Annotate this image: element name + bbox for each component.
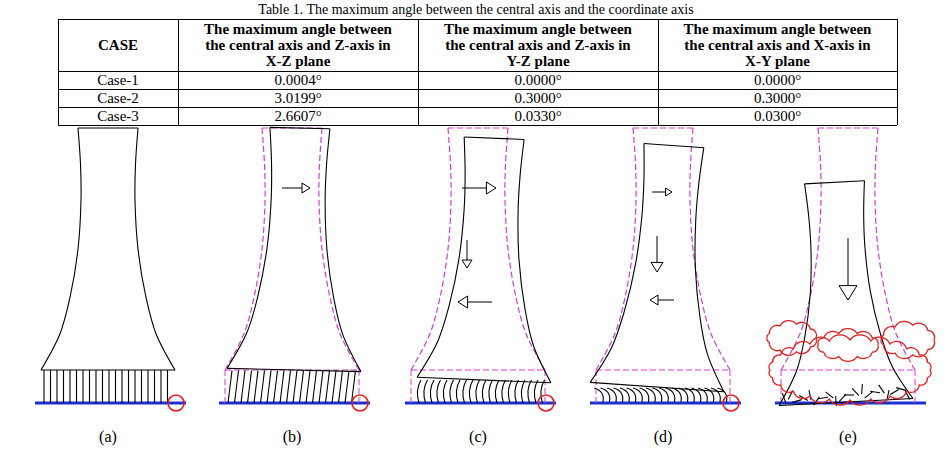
table-cell: 2.6607° (178, 107, 418, 125)
table-value: 3.0199° (274, 90, 321, 106)
panel-caption-box: (b) (252, 426, 332, 448)
table-value: 0.0330° (514, 108, 561, 124)
failure-circle (168, 395, 184, 411)
motion-arrow (462, 240, 472, 268)
arrows (282, 182, 857, 308)
motion-arrow (458, 296, 492, 308)
support-columns (594, 388, 727, 402)
support-columns (782, 384, 909, 406)
table-cell: 0.0300° (658, 107, 897, 125)
ground-line (590, 402, 741, 405)
panel-caption-box: (e) (808, 426, 888, 448)
cooling-tower-panel (219, 126, 370, 411)
tower-shell (417, 135, 561, 382)
table-value: 0.3000° (754, 90, 801, 106)
table-cell: CASE (58, 19, 178, 71)
table-cell: 0.0004° (178, 71, 418, 89)
panel-caption: (b) (281, 429, 304, 445)
motion-arrow (282, 183, 310, 193)
table-cell: The maximum angle between the central ax… (418, 19, 658, 71)
table-header: The maximum angle between the central ax… (682, 21, 874, 69)
motion-arrow (462, 182, 496, 194)
tower-shell (590, 141, 741, 392)
original-outline (781, 128, 915, 403)
panel-caption-box: (d) (623, 426, 703, 448)
failure-circle (723, 395, 739, 411)
failure-circle (538, 395, 554, 411)
debris (767, 321, 935, 405)
table-cell: Case-1 (58, 71, 178, 89)
table-value: Case-1 (97, 72, 139, 88)
table-cell: 3.0199° (178, 89, 418, 107)
table-value: 0.0300° (754, 108, 801, 124)
cooling-tower-panel (405, 128, 561, 411)
table-cell: 0.3000° (418, 89, 658, 107)
panel-caption: (c) (467, 429, 489, 445)
cooling-tower-panel (590, 128, 741, 411)
table-header: The maximum angle between the central ax… (202, 21, 394, 69)
table-cell: The maximum angle between the central ax… (178, 19, 418, 71)
support-columns (44, 370, 168, 403)
motion-arrow (650, 295, 674, 305)
table-value: Case-2 (97, 90, 139, 106)
table-cell: Case-3 (58, 107, 178, 125)
table-value: 2.6607° (274, 108, 321, 124)
table-cell: 0.0330° (418, 107, 658, 125)
panel-caption-box: (c) (438, 426, 518, 448)
table-value: 0.0000° (754, 72, 801, 88)
tower-shell (227, 126, 367, 371)
debris-cloud (881, 321, 935, 358)
support-columns (228, 371, 356, 404)
table-cell: The maximum angle between the central ax… (658, 19, 897, 71)
ground-line (405, 402, 556, 405)
table-header: The maximum angle between the central ax… (442, 21, 634, 69)
tower-shell (768, 179, 913, 406)
table-value: 0.3000° (514, 90, 561, 106)
panel-caption: (d) (652, 429, 675, 445)
ground-line (35, 402, 186, 405)
table-value: 0.0000° (514, 72, 561, 88)
original-outline (411, 128, 545, 403)
cooling-tower-panel (35, 128, 186, 411)
support-columns (417, 380, 544, 403)
table-cell: 0.0000° (658, 71, 897, 89)
table-value: 0.0004° (274, 72, 321, 88)
table-value: Case-3 (97, 108, 139, 124)
table-header: CASE (98, 37, 138, 53)
debris-cloud (767, 321, 817, 356)
failure-circle (352, 395, 368, 411)
motion-arrow (651, 236, 663, 272)
panel-caption-box: (a) (68, 426, 148, 448)
debris-cloud (769, 335, 931, 405)
original-outline (225, 128, 359, 403)
table-grid (58, 19, 898, 126)
motion-arrow (652, 188, 672, 196)
table-title: Table 1. The maximum angle between the c… (258, 2, 693, 17)
table-cell: Case-2 (58, 89, 178, 107)
panel-caption: (e) (837, 429, 859, 445)
panel-caption: (a) (97, 429, 119, 445)
table-cell: 0.0000° (418, 71, 658, 89)
motion-arrow (839, 238, 857, 300)
tower-shell (41, 128, 175, 370)
cooling-tower-panel (768, 128, 926, 406)
table-title-box: Table 1. The maximum angle between the c… (0, 0, 952, 18)
table-cell: 0.3000° (658, 89, 897, 107)
debris-cloud (818, 329, 878, 362)
